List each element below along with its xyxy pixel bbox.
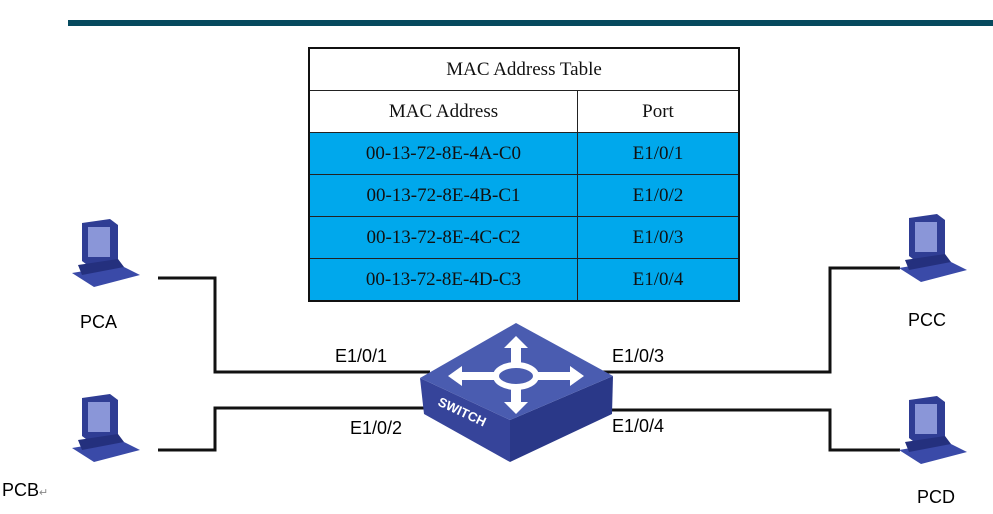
- port-cell: E1/0/2: [577, 174, 740, 217]
- port-label-e1-0-2: E1/0/2: [350, 418, 403, 438]
- mac-cell: 00-13-72-8E-4D-C3: [308, 258, 578, 302]
- link-pcb: [158, 406, 430, 452]
- link-pcc: [600, 266, 900, 374]
- mac-address-table: MAC Address Table MAC Address Port 00-13…: [308, 47, 740, 302]
- computer-icon-pcb: [72, 394, 140, 462]
- pcb-text: PCB: [2, 480, 40, 500]
- host-label-pca: PCA: [80, 312, 118, 332]
- host-label-pcb: PCB↵: [2, 480, 48, 501]
- mac-cell: 00-13-72-8E-4A-C0: [308, 132, 578, 175]
- return-mark: ↵: [39, 487, 49, 499]
- computer-icon-pcc: [899, 214, 967, 282]
- computer-icon-pcd: [899, 396, 967, 464]
- mac-cell: 00-13-72-8E-4C-C2: [308, 216, 578, 259]
- column-header-port: Port: [577, 90, 740, 133]
- table-title: MAC Address Table: [308, 47, 740, 91]
- link-pcd: [600, 408, 900, 452]
- link-pca: [158, 276, 430, 374]
- port-cell: E1/0/3: [577, 216, 740, 259]
- port-label-e1-0-3: E1/0/3: [612, 346, 665, 366]
- column-header-mac: MAC Address: [308, 90, 578, 133]
- port-cell: E1/0/1: [577, 132, 740, 175]
- header-rule: [68, 20, 993, 26]
- port-cell: E1/0/4: [577, 258, 740, 302]
- host-label-pcc: PCC: [908, 310, 947, 330]
- port-label-e1-0-1: E1/0/1: [335, 346, 388, 366]
- switch-icon: SWITCH: [420, 323, 613, 462]
- port-label-e1-0-4: E1/0/4: [612, 416, 665, 436]
- mac-cell: 00-13-72-8E-4B-C1: [308, 174, 578, 217]
- arrows-icon: [448, 336, 584, 414]
- computer-icon-pca: [72, 219, 140, 287]
- host-label-pcd: PCD: [917, 487, 956, 507]
